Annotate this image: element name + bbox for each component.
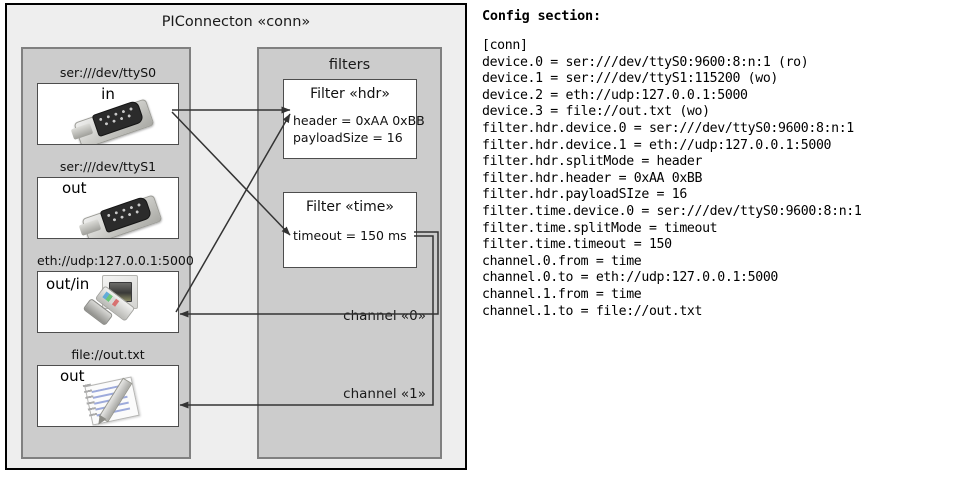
- config-line: filter.time.timeout = 150: [482, 237, 672, 253]
- device-label-ttys1: ser:///dev/ttyS1: [59, 159, 157, 174]
- channel-label-1: channel «1»: [343, 386, 426, 402]
- device-box-eth[interactable]: out/in: [37, 271, 179, 333]
- device-box-file[interactable]: out: [37, 365, 179, 427]
- filter-title-hdr: Filter «hdr»: [310, 86, 390, 102]
- arrow-eth-to-hdr: [175, 113, 291, 313]
- device-label-eth: eth://udp:127.0.0.1:5000: [37, 253, 194, 268]
- filter-prop-payloadsize: payloadSize = 16: [293, 130, 403, 145]
- config-line: filter.hdr.device.1 = eth://udp:127.0.0.…: [482, 137, 832, 153]
- device-label-ttys0: ser:///dev/ttyS0: [59, 65, 157, 80]
- channel-0-path: [179, 231, 439, 318]
- filter-prop-timeout: timeout = 150 ms: [293, 228, 407, 243]
- config-line: filter.hdr.splitMode = header: [482, 154, 703, 170]
- config-line: filter.time.splitMode = timeout: [482, 220, 718, 236]
- config-line: device.1 = ser:///dev/ttyS1:115200 (wo): [482, 71, 778, 87]
- ethernet-jack-icon: [82, 275, 168, 332]
- config-line: filter.hdr.device.0 = ser:///dev/ttyS0:9…: [482, 120, 854, 136]
- config-heading: Config section:: [482, 8, 601, 24]
- device-box-ttys1[interactable]: out: [37, 177, 179, 239]
- channel-label-0: channel «0»: [343, 308, 426, 324]
- device-io-eth: out/in: [46, 275, 90, 293]
- config-line: channel.1.from = time: [482, 286, 642, 302]
- config-lines: [conn]device.0 = ser:///dev/ttyS0:9600:8…: [482, 38, 960, 320]
- device-entry-ttys0[interactable]: ser:///dev/ttyS0 in: [37, 65, 179, 145]
- config-line: channel.0.from = time: [482, 253, 642, 269]
- device-entry-file[interactable]: file://out.txt out: [37, 347, 179, 427]
- filter-box-hdr[interactable]: Filter «hdr» header = 0xAA 0xBB payloadS…: [283, 79, 425, 159]
- config-line: filter.hdr.payloadSIze = 16: [482, 187, 687, 203]
- config-line: [conn]: [482, 38, 528, 53]
- filters-group-panel: filters Filter «hdr» header = 0xAA 0xBB …: [257, 47, 442, 459]
- device-io-file: out: [60, 367, 85, 385]
- device-entry-ttys1[interactable]: ser:///dev/ttyS1 out: [37, 159, 179, 239]
- config-line: channel.0.to = eth://udp:127.0.0.1:5000: [482, 270, 778, 286]
- config-section: Config section: [conn]device.0 = ser:///…: [482, 8, 960, 320]
- diagram-frame: PIConnecton «conn» ser:///dev/ttyS0 in s…: [5, 3, 467, 470]
- config-line: filter.hdr.header = 0xAA 0xBB: [482, 170, 703, 186]
- filter-prop-header: header = 0xAA 0xBB: [293, 113, 425, 128]
- arrow-ttys0-to-time: [171, 111, 291, 236]
- config-line: device.3 = file://out.txt (wo): [482, 104, 710, 120]
- config-line: device.0 = ser:///dev/ttyS0:9600:8:n:1 (…: [482, 54, 809, 70]
- filters-group-title: filters: [328, 57, 371, 73]
- device-entry-eth[interactable]: eth://udp:127.0.0.1:5000 out/in: [37, 253, 194, 333]
- device-io-ttys0: in: [101, 85, 115, 103]
- diagram-title: PIConnecton «conn»: [161, 14, 311, 30]
- channel-1-path: [179, 235, 434, 409]
- config-line: channel.1.to = file://out.txt: [482, 303, 703, 319]
- device-box-ttys0[interactable]: in: [37, 83, 179, 145]
- config-line: filter.time.device.0 = ser:///dev/ttyS0:…: [482, 203, 862, 219]
- device-label-file: file://out.txt: [71, 347, 145, 362]
- filter-box-time[interactable]: Filter «time» timeout = 150 ms: [283, 192, 417, 268]
- config-line: device.2 = eth://udp:127.0.0.1:5000: [482, 87, 748, 103]
- filter-title-time: Filter «time»: [306, 199, 394, 215]
- device-io-ttys1: out: [62, 179, 87, 197]
- devices-group-panel: ser:///dev/ttyS0 in ser:///dev/ttyS1 out…: [21, 47, 194, 459]
